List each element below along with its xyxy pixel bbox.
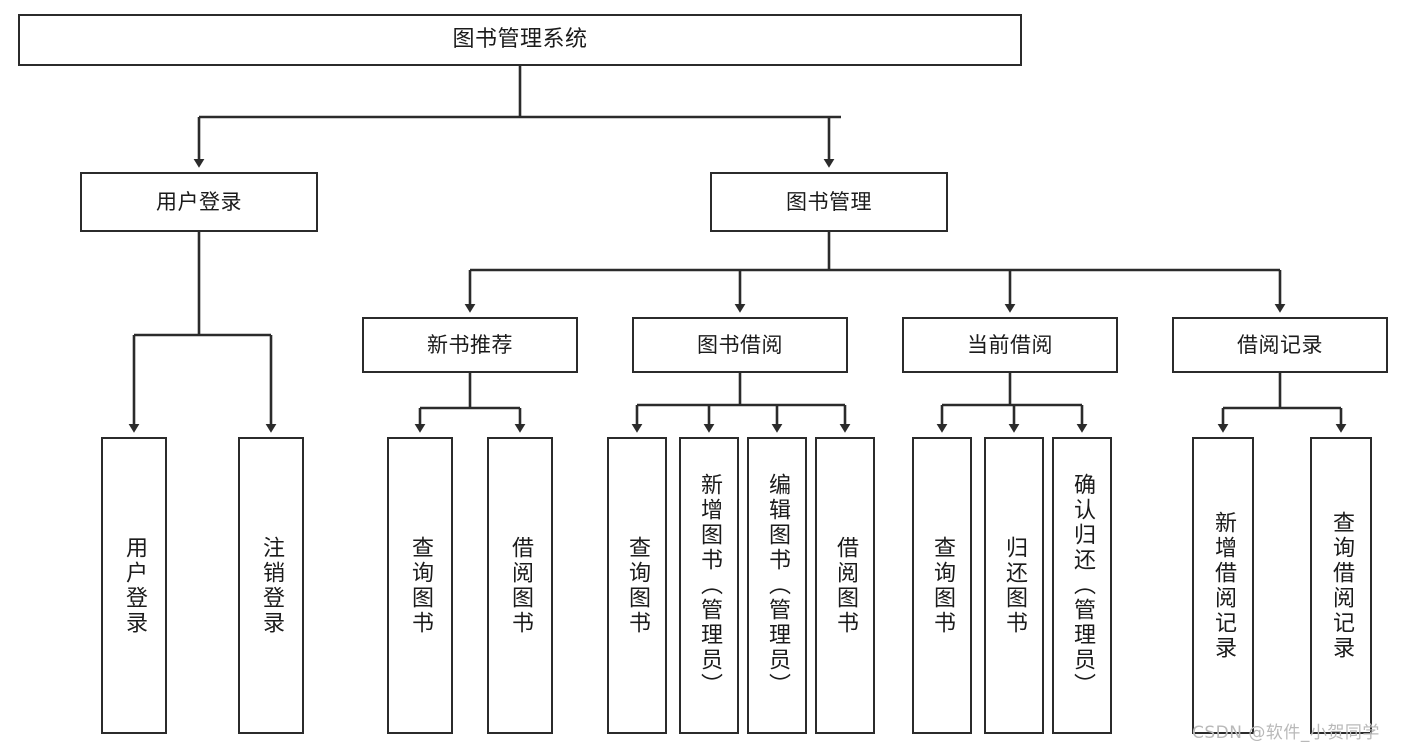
node-book-management-label: 图书管理 bbox=[786, 189, 872, 214]
node-leaf-borrow-book-recommend[interactable]: 借阅图书 bbox=[487, 437, 553, 734]
node-borrow-records[interactable]: 借阅记录 bbox=[1172, 317, 1388, 373]
node-leaf-edit-book-admin[interactable]: 编辑图书（管理员） bbox=[747, 437, 807, 734]
connectors-new-book-recommend-children bbox=[414, 373, 526, 433]
node-leaf-confirm-return-admin-label: 确认归还（管理员） bbox=[1070, 473, 1095, 698]
node-new-book-recommend[interactable]: 新书推荐 bbox=[362, 317, 578, 373]
node-leaf-borrow-book[interactable]: 借阅图书 bbox=[815, 437, 875, 734]
node-leaf-confirm-return-admin[interactable]: 确认归还（管理员） bbox=[1052, 437, 1112, 734]
node-leaf-return-book-label: 归还图书 bbox=[1002, 535, 1027, 636]
node-leaf-add-book-admin-label: 新增图书（管理员） bbox=[697, 473, 722, 698]
node-leaf-query-book-borrow[interactable]: 查询图书 bbox=[607, 437, 667, 734]
node-leaf-edit-book-admin-label: 编辑图书（管理员） bbox=[765, 473, 790, 698]
node-leaf-user-login[interactable]: 用户登录 bbox=[101, 437, 167, 734]
connectors-level-1 bbox=[193, 66, 841, 168]
node-leaf-add-borrow-record[interactable]: 新增借阅记录 bbox=[1192, 437, 1254, 734]
node-leaf-borrow-book-recommend-label: 借阅图书 bbox=[508, 535, 533, 636]
connectors-borrow-records-children bbox=[1217, 373, 1347, 433]
connectors-book-borrow-children bbox=[631, 373, 851, 433]
node-user-login-label: 用户登录 bbox=[156, 189, 242, 214]
node-book-management[interactable]: 图书管理 bbox=[710, 172, 948, 232]
node-new-book-recommend-label: 新书推荐 bbox=[427, 332, 513, 357]
node-leaf-query-borrow-record[interactable]: 查询借阅记录 bbox=[1310, 437, 1372, 734]
node-leaf-query-borrow-record-label: 查询借阅记录 bbox=[1329, 510, 1354, 661]
node-book-borrow[interactable]: 图书借阅 bbox=[632, 317, 848, 373]
node-leaf-return-book[interactable]: 归还图书 bbox=[984, 437, 1044, 734]
node-leaf-logout-login[interactable]: 注销登录 bbox=[238, 437, 304, 734]
node-leaf-query-book-current-label: 查询图书 bbox=[930, 535, 955, 636]
node-book-borrow-label: 图书借阅 bbox=[697, 332, 783, 357]
node-current-borrow[interactable]: 当前借阅 bbox=[902, 317, 1118, 373]
node-root[interactable]: 图书管理系统 bbox=[18, 14, 1022, 66]
node-leaf-query-book-recommend-label: 查询图书 bbox=[408, 535, 433, 636]
node-leaf-query-book-current[interactable]: 查询图书 bbox=[912, 437, 972, 734]
node-borrow-records-label: 借阅记录 bbox=[1237, 332, 1323, 357]
node-leaf-query-book-recommend[interactable]: 查询图书 bbox=[387, 437, 453, 734]
connectors-user-login-children bbox=[128, 232, 277, 433]
node-user-login[interactable]: 用户登录 bbox=[80, 172, 318, 232]
node-leaf-user-login-label: 用户登录 bbox=[122, 535, 147, 636]
node-leaf-borrow-book-label: 借阅图书 bbox=[833, 535, 858, 636]
node-leaf-query-book-borrow-label: 查询图书 bbox=[625, 535, 650, 636]
node-current-borrow-label: 当前借阅 bbox=[967, 332, 1053, 357]
node-root-label: 图书管理系统 bbox=[452, 27, 588, 53]
node-leaf-add-book-admin[interactable]: 新增图书（管理员） bbox=[679, 437, 739, 734]
node-leaf-logout-login-label: 注销登录 bbox=[259, 535, 284, 636]
connectors-book-management-children bbox=[464, 232, 1286, 313]
node-leaf-add-borrow-record-label: 新增借阅记录 bbox=[1211, 510, 1236, 661]
connectors-current-borrow-children bbox=[936, 373, 1088, 433]
